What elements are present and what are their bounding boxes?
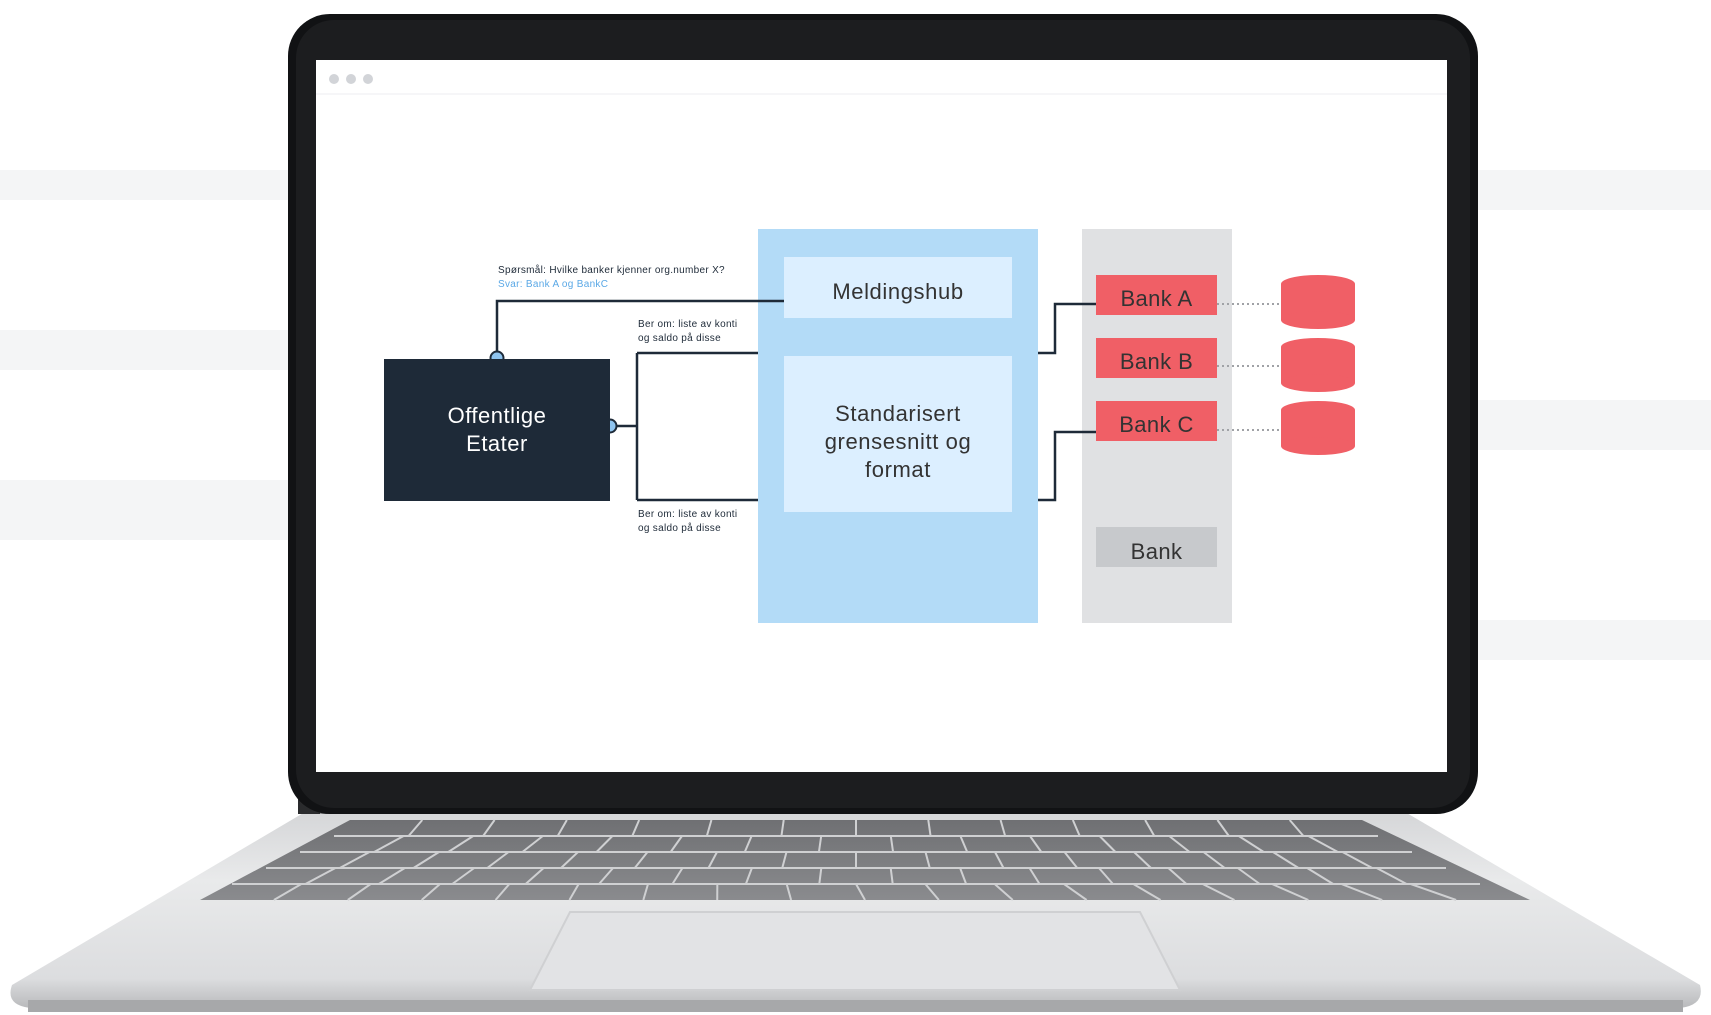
- bank-b-box: Bank B: [1096, 338, 1217, 378]
- bank-c-box: Bank C: [1096, 401, 1217, 441]
- window-dot-icon: [329, 74, 339, 84]
- database-icon: [1281, 275, 1355, 329]
- meldingshub-box: Meldingshub: [784, 257, 1012, 318]
- standard-interface-box: Standarisert grensesnitt og format: [784, 356, 1012, 512]
- standard-line3: format: [865, 457, 931, 482]
- question-text: Spørsmål: Hvilke banker kjenner org.numb…: [498, 265, 725, 276]
- background-blur: [0, 170, 1711, 660]
- offentlige-etater-box: Offentlige Etater: [384, 359, 610, 501]
- etater-line2: Etater: [466, 431, 528, 456]
- request-bottom-line2: og saldo på disse: [638, 523, 721, 534]
- request-bottom-line1: Ber om: liste av konti: [638, 509, 738, 520]
- window-dot-icon: [363, 74, 373, 84]
- connector-bank-top: [1038, 302, 1096, 355]
- keyboard: [200, 820, 1530, 900]
- window-dot-icon: [346, 74, 356, 84]
- bank-generic-box: Bank: [1096, 527, 1217, 567]
- database-icon: [1281, 338, 1355, 392]
- etater-line1: Offentlige: [447, 403, 547, 428]
- trackpad: [528, 911, 1182, 991]
- request-top-line1: Ber om: liste av konti: [638, 319, 738, 330]
- request-top-line2: og saldo på disse: [638, 333, 721, 344]
- bank-a-box: Bank A: [1096, 275, 1217, 315]
- database-icon: [1281, 401, 1355, 455]
- request-label-bottom: Ber om: liste av konti og saldo på disse: [638, 508, 737, 536]
- request-label-top: Ber om: liste av konti og saldo på disse: [638, 318, 737, 346]
- connector-bank-bottom: [1038, 430, 1096, 502]
- standard-line2: grensesnitt og: [824, 429, 972, 454]
- connector-question: [495, 299, 784, 358]
- answer-text: Svar: Bank A og BankC: [498, 279, 609, 290]
- standard-line1: Standarisert: [835, 401, 961, 426]
